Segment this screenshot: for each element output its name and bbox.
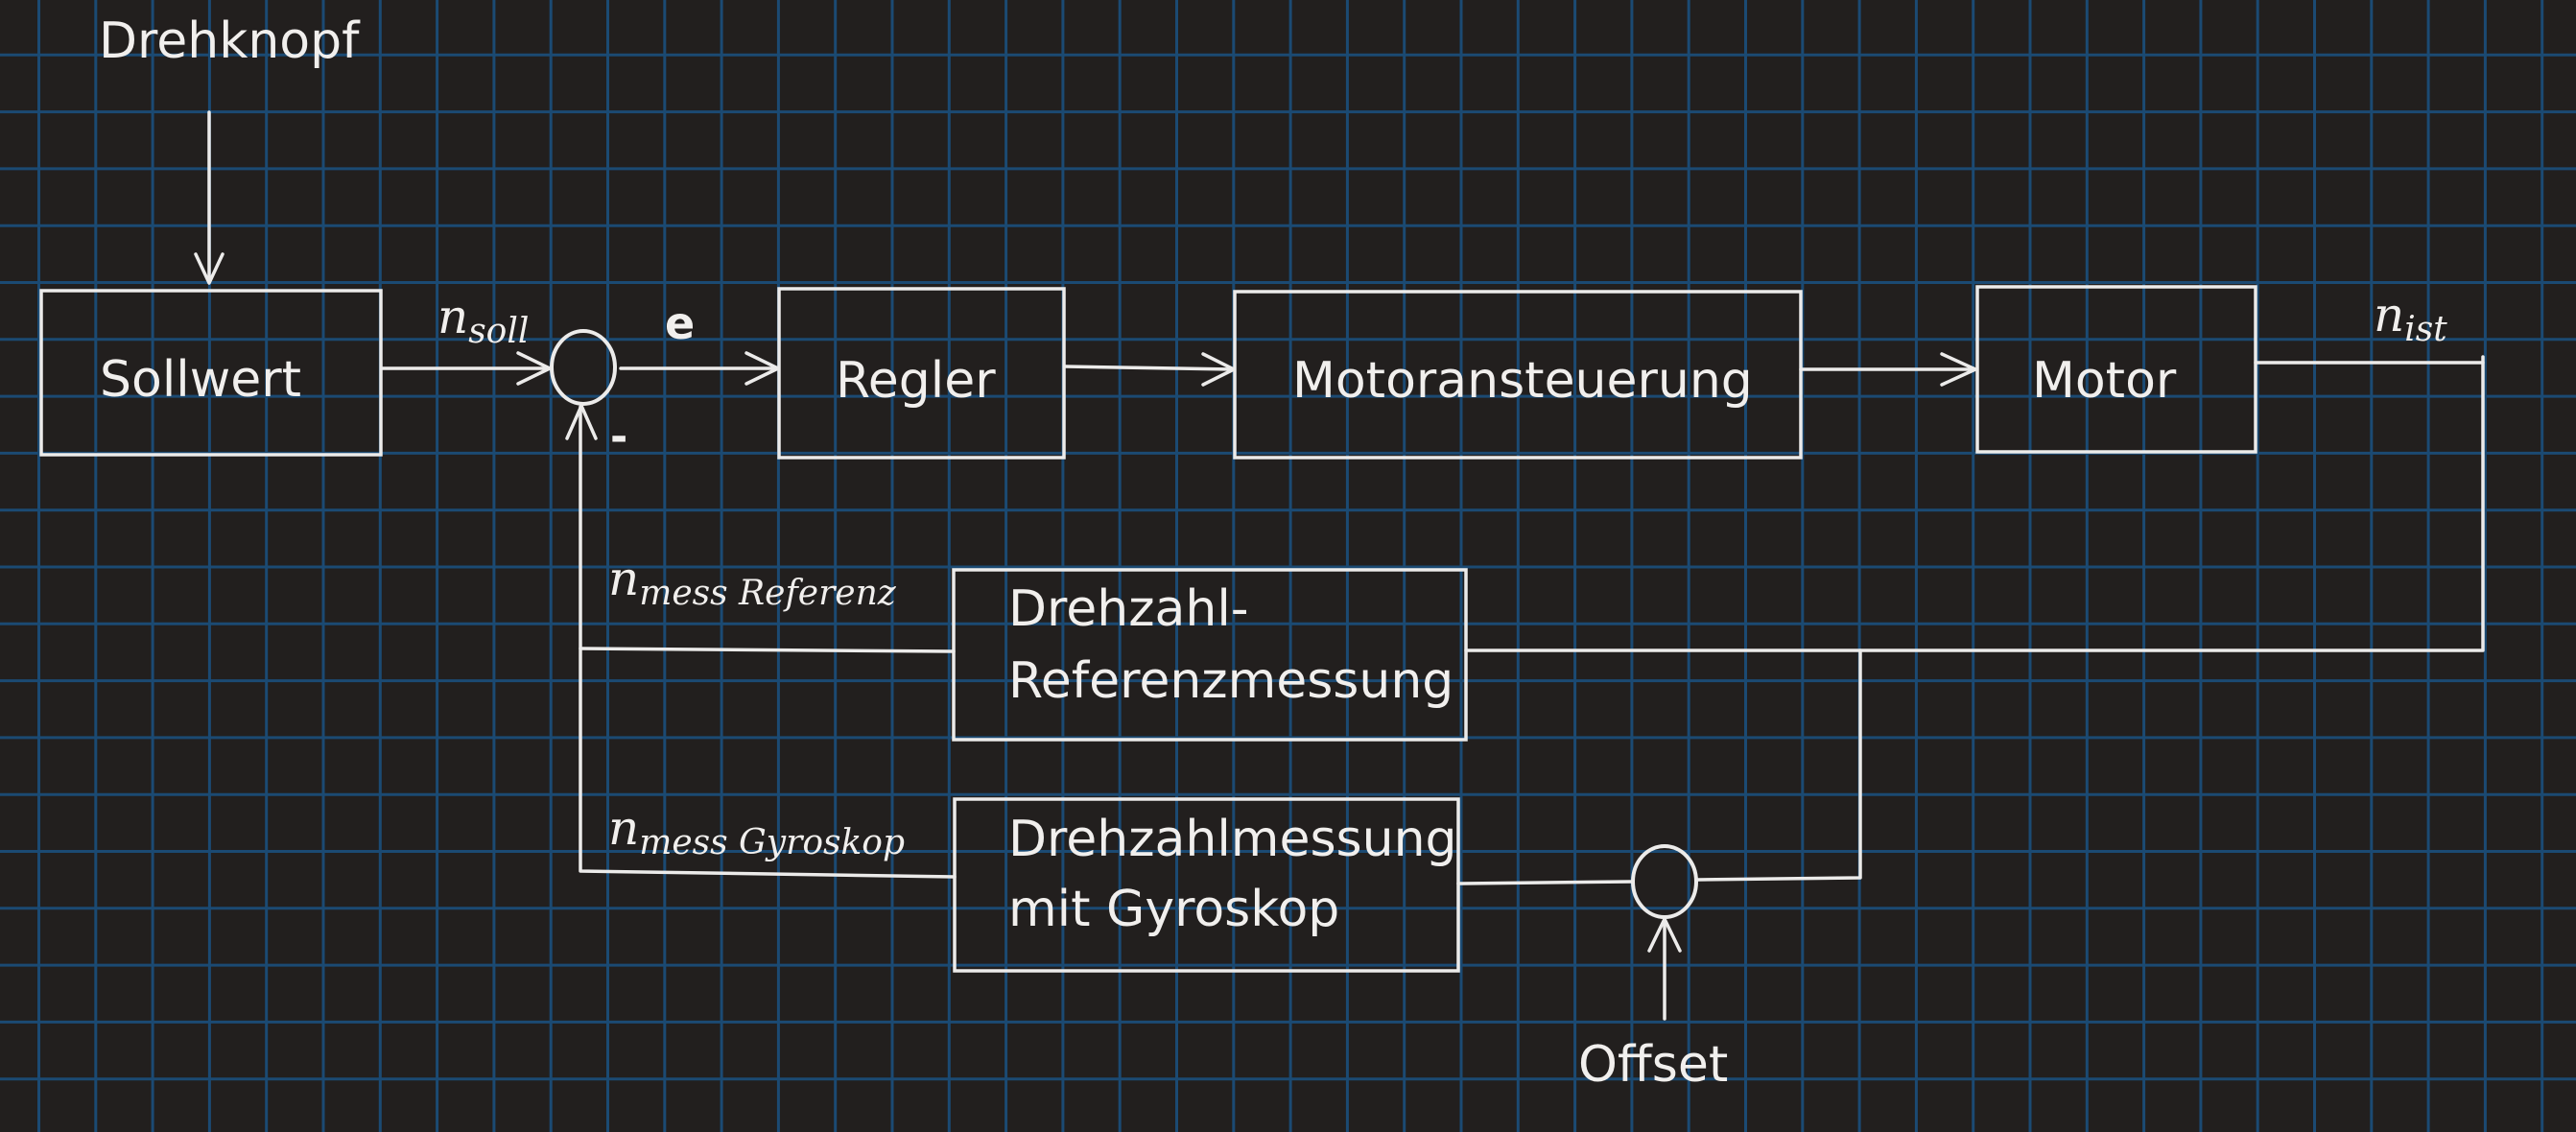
n-mess-gyroskop-label: nmess Gyroskop (608, 800, 905, 862)
regler-label: Regler (836, 352, 996, 410)
motoransteuerung-label: Motoransteuerung (1292, 352, 1753, 410)
n-mess-referenz-label: nmess Referenz (608, 551, 897, 613)
motor-label: Motor (2032, 352, 2177, 410)
n-mess-gyroskop-base: n (608, 800, 639, 856)
sollwert-block[interactable]: Sollwert (39, 289, 383, 457)
referenzmessung-block[interactable]: Drehzahl- Referenzmessung (952, 568, 1468, 742)
n-soll-base: n (437, 289, 468, 344)
n-ist-sub: ist (2404, 310, 2447, 349)
referenzmessung-label: Drehzahl- Referenzmessung (1008, 580, 1453, 710)
motoransteuerung-to-motor-arrow (1799, 352, 1977, 387)
feedback-to-summing-junction (565, 404, 957, 879)
offset-label: Offset (1578, 1036, 1728, 1094)
n-mess-gyroskop-sub: mess Gyroskop (639, 823, 905, 862)
drehknopf-label: Drehknopf (99, 12, 361, 70)
gyroskop-label: Drehzahlmessung mit Gyroskop (1008, 811, 1473, 938)
n-ist-base: n (2374, 287, 2404, 342)
summing-junction[interactable] (550, 329, 617, 406)
minus-sign: - (610, 413, 627, 461)
n-ist-feedback-line (1464, 355, 2485, 652)
offset-arrow (1647, 917, 1682, 1021)
n-mess-referenz-sub: mess Referenz (639, 574, 897, 613)
branch-to-offset-junction (1696, 649, 1862, 882)
motor-block[interactable]: Motor (1975, 285, 2257, 454)
n-soll-label: nsoll (437, 289, 529, 351)
gyroskop-block[interactable]: Drehzahlmessung mit Gyroskop (953, 797, 1473, 973)
gyroskop-to-offset-junction-line (1456, 880, 1635, 885)
sollwert-label: Sollwert (100, 351, 301, 409)
motoransteuerung-block[interactable]: Motoransteuerung (1233, 290, 1803, 460)
drehknopf-arrow (194, 110, 225, 285)
regler-block[interactable]: Regler (777, 287, 1066, 460)
n-soll-arrow (380, 351, 552, 386)
n-soll-sub: soll (468, 312, 529, 351)
n-mess-referenz-base: n (608, 551, 639, 606)
referenzmessung-line2: Referenzmessung (1008, 652, 1453, 710)
referenzmessung-line1: Drehzahl- (1008, 580, 1249, 638)
error-label: e (665, 297, 695, 349)
n-ist-label: nist (2374, 287, 2447, 349)
gyroskop-line2: mit Gyroskop (1008, 881, 1339, 938)
gyroskop-line1: Drehzahlmessung (1008, 811, 1457, 868)
